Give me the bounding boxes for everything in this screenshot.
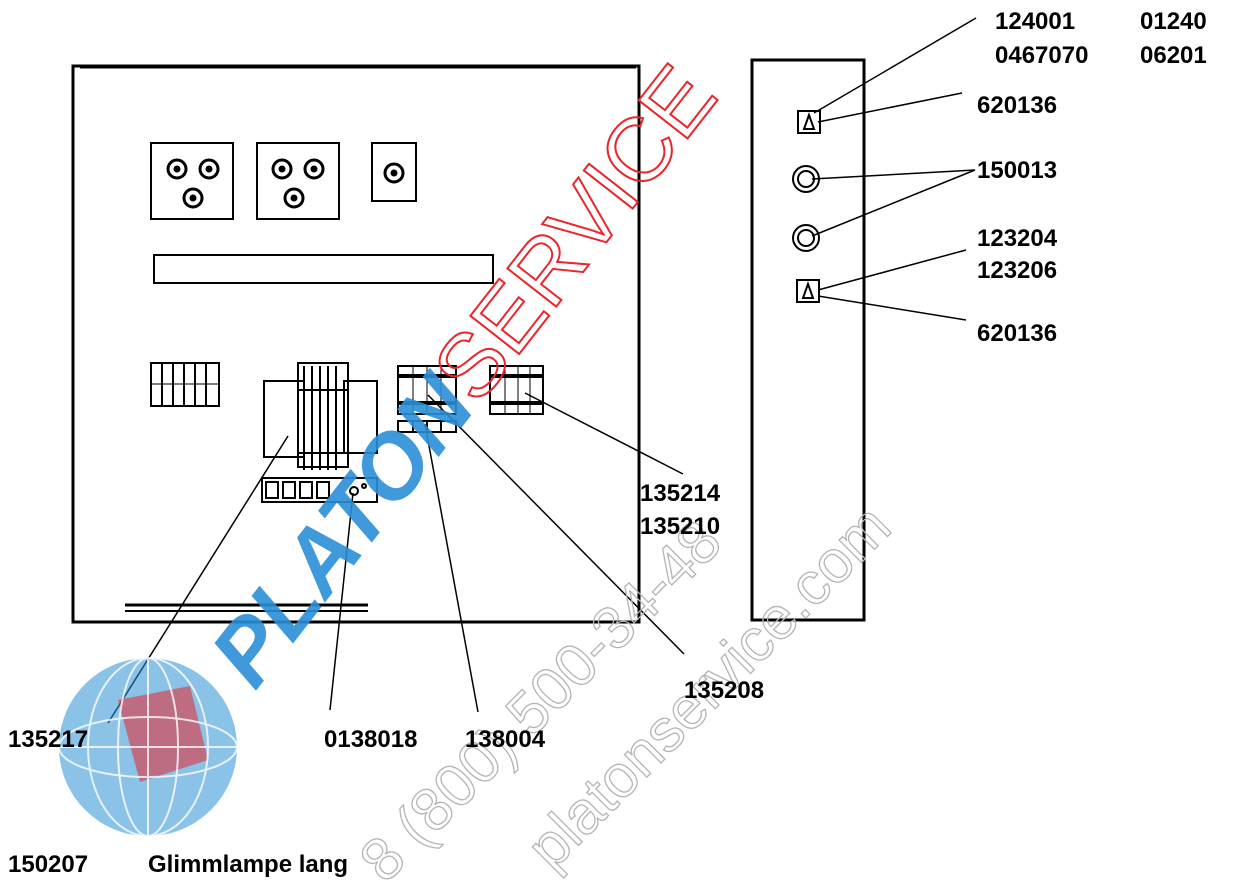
label-relay-center: 135208 xyxy=(684,677,765,704)
main-panel xyxy=(71,64,641,624)
legend-description: Glimmlampe lang xyxy=(148,851,349,878)
legend-code: 150207 xyxy=(8,851,89,878)
label-124001: 124001 xyxy=(995,8,1076,35)
label-fuse-b: 123206 xyxy=(977,257,1058,284)
label-fuse-holder-bottom: 620136 xyxy=(977,320,1058,347)
din-rail xyxy=(153,254,494,284)
terminal-strip xyxy=(150,362,220,407)
label-06201: 06201 xyxy=(1140,42,1207,69)
lamp-socket-lower xyxy=(792,224,820,252)
label-base-block: 138004 xyxy=(465,726,546,753)
label-terminal-block: 0138018 xyxy=(324,726,418,753)
socket-plate-middle xyxy=(256,142,340,220)
relay-block-right xyxy=(489,365,544,415)
fuse-holder-bottom xyxy=(796,279,820,303)
relay-assembly xyxy=(261,362,378,503)
label-fuse-a: 123204 xyxy=(977,225,1058,252)
globe-logo xyxy=(58,657,238,837)
relay-block-center xyxy=(397,365,457,433)
label-lamp-sockets: 150013 xyxy=(977,157,1058,184)
socket-plate-right xyxy=(371,142,417,202)
label-relay-b: 135210 xyxy=(640,513,721,540)
fuse-holder-top xyxy=(797,110,821,134)
label-relay-a: 135214 xyxy=(640,480,721,507)
label-0467070: 0467070 xyxy=(995,42,1089,69)
label-relay-left: 135217 xyxy=(8,726,89,753)
label-fuse-holder-top: 620136 xyxy=(977,92,1058,119)
socket-plate-left xyxy=(150,142,234,220)
label-01240: 01240 xyxy=(1140,8,1207,35)
watermark-brand-red: SERVICE xyxy=(415,48,736,420)
